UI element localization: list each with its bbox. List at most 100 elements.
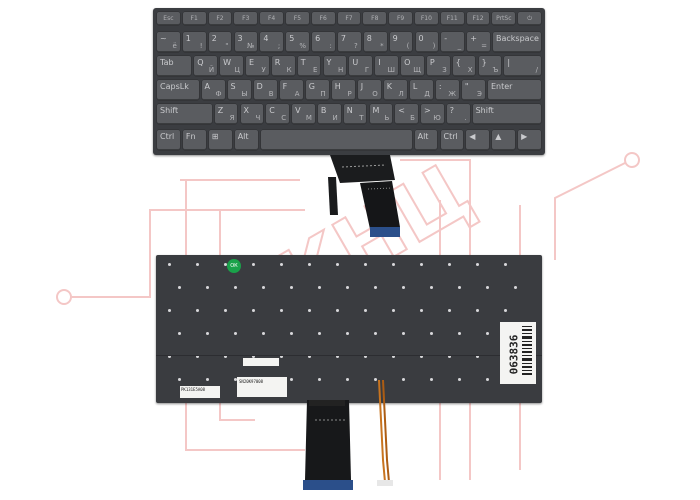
key[interactable]: F6 (311, 12, 335, 25)
key-primary-legend: M (372, 106, 380, 115)
key[interactable]: 1! (182, 32, 206, 52)
key-primary-legend: 6 (315, 34, 321, 43)
backlight-hole (374, 332, 377, 335)
backlight-hole (430, 378, 433, 381)
key[interactable]: Ctrl (157, 130, 180, 150)
key[interactable]: >Ю (421, 104, 444, 124)
key[interactable]: 0) (415, 32, 439, 52)
key[interactable]: ~ё (157, 32, 180, 52)
key[interactable]: ⏻ (518, 12, 541, 25)
key[interactable]: Esc (157, 12, 180, 25)
part-label-1-text: SN20K97008 (239, 379, 264, 384)
key-primary-legend: < (398, 106, 405, 115)
key[interactable]: F4 (260, 12, 283, 25)
key[interactable]: 5% (286, 32, 309, 52)
key[interactable]: F7 (337, 12, 361, 25)
key[interactable]: ⊞ (208, 130, 232, 150)
part-label-3 (243, 358, 279, 366)
key[interactable]: Alt (414, 130, 438, 150)
key[interactable]: Fn (182, 130, 206, 150)
backlight-hole (448, 263, 451, 266)
key[interactable]: F12 (466, 12, 490, 25)
key[interactable]: 6: (312, 32, 335, 52)
key[interactable]: :Ж (435, 80, 459, 100)
key[interactable]: Tab (157, 56, 192, 76)
key[interactable]: ?. (446, 104, 470, 124)
key[interactable]: -_ (441, 32, 465, 52)
key[interactable]: Shift (157, 104, 212, 124)
key[interactable]: Ctrl (440, 130, 464, 150)
key[interactable]: 2" (208, 32, 232, 52)
key[interactable]: F9 (389, 12, 412, 25)
key[interactable]: 7? (337, 32, 361, 52)
key[interactable]: Shift (472, 104, 541, 124)
key[interactable]: Enter (488, 80, 541, 100)
key[interactable]: += (467, 32, 490, 52)
key-primary-legend: L (412, 82, 418, 91)
backlight-hole (206, 286, 209, 289)
key[interactable]: F1 (182, 12, 206, 25)
key[interactable]: F2 (208, 12, 232, 25)
key-primary-legend: D (256, 82, 263, 91)
key[interactable]: {Х (452, 56, 476, 76)
key[interactable]: <Б (395, 104, 418, 124)
backlight-hole (476, 355, 479, 358)
key[interactable]: |/ (504, 56, 541, 76)
key[interactable]: 8* (363, 32, 387, 52)
key[interactable]: "Э (461, 80, 485, 100)
backlight-hole (420, 355, 423, 358)
key-primary-legend: Ctrl (160, 132, 175, 141)
key[interactable]: F10 (415, 12, 438, 25)
key-primary-legend: F4 (267, 14, 276, 22)
key[interactable]: Backspace (493, 32, 541, 52)
key[interactable]: PrtSc (492, 12, 516, 25)
key[interactable]: F11 (440, 12, 464, 25)
key[interactable]: ▲ (492, 130, 516, 150)
key-secondary-legend: Й (208, 66, 215, 74)
key-secondary-legend: % (299, 42, 306, 50)
key[interactable]: ◀ (466, 130, 490, 150)
key[interactable]: 9( (389, 32, 413, 52)
part-label-2-text: PK131E5A08 (181, 387, 206, 392)
key[interactable]: ▶ (518, 130, 541, 150)
key[interactable]: F3 (234, 12, 258, 25)
key[interactable]: F8 (363, 12, 387, 25)
key-secondary-legend: Э (477, 90, 482, 98)
key[interactable]: CapsLk (157, 80, 199, 100)
key[interactable] (260, 130, 412, 150)
keyboard-back-panel (156, 255, 542, 403)
key[interactable]: F5 (286, 12, 309, 25)
key[interactable]: }Ъ (478, 56, 502, 76)
key[interactable]: 4; (260, 32, 284, 52)
key-primary-legend: F5 (293, 14, 302, 22)
key[interactable]: Alt (234, 130, 258, 150)
backlight-hole (392, 309, 395, 312)
